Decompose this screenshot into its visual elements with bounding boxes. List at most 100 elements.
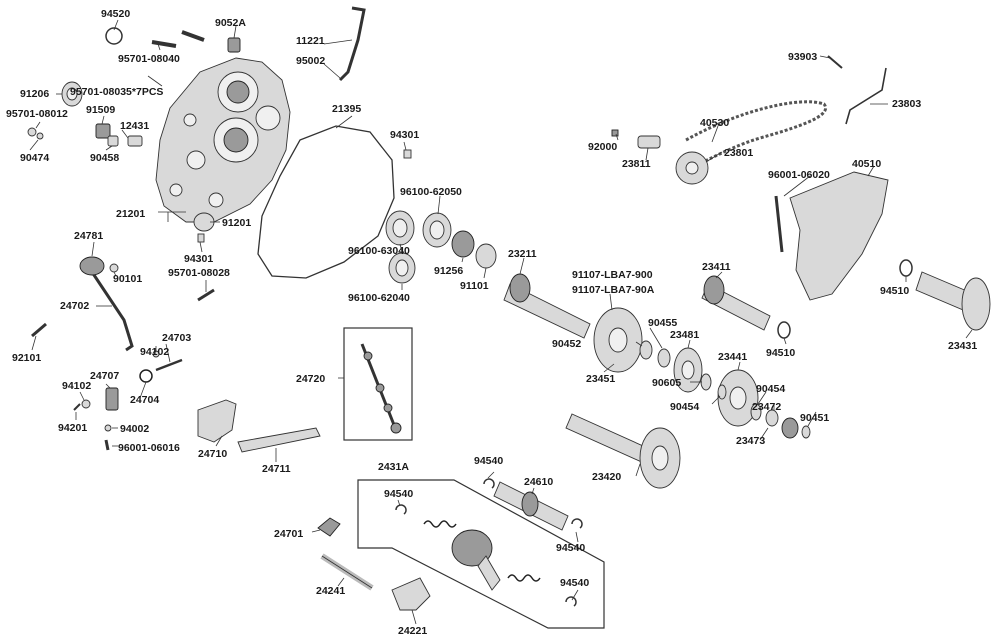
crankcase-cover-21201 — [155, 57, 291, 223]
part-labels: 94520 9052A 11221 95002 95701-08040 9120… — [6, 8, 977, 637]
ring-94520 — [105, 27, 123, 45]
washer-90454b — [750, 403, 762, 421]
label-94540-box: 94540 — [384, 488, 413, 500]
leader-lines — [29, 19, 973, 625]
label-23811: 23811 — [622, 158, 651, 170]
plate-24710 — [197, 399, 237, 443]
plug-9052A — [227, 37, 241, 53]
label-23473: 23473 — [736, 435, 765, 447]
label-94520: 94520 — [101, 8, 130, 20]
label-95701-08035: 95701-08035*7PCS — [70, 86, 163, 98]
label-23803: 23803 — [892, 98, 921, 110]
assembly-box-24720 — [343, 327, 413, 441]
label-92101: 92101 — [12, 352, 41, 364]
label-91509: 91509 — [86, 104, 115, 116]
label-93903: 93903 — [788, 51, 817, 63]
label-21395: 21395 — [332, 103, 361, 115]
label-95701-08040: 95701-08040 — [118, 53, 180, 65]
seal-91256 — [451, 230, 475, 258]
label-91201: 91201 — [222, 217, 251, 229]
label-91206: 91206 — [20, 88, 49, 100]
gear-23451 — [593, 307, 643, 373]
label-23431: 23431 — [948, 340, 977, 352]
label-24720: 24720 — [296, 373, 325, 385]
label-23472: 23472 — [752, 401, 781, 413]
label-94540-bottom: 94540 — [560, 577, 589, 589]
rod-24241-outline — [321, 555, 373, 589]
label-23451: 23451 — [586, 373, 615, 385]
label-94301-upper: 94301 — [390, 129, 419, 141]
label-21201: 21201 — [116, 208, 145, 220]
label-94301-lower: 94301 — [184, 253, 213, 265]
shaft-23411 — [701, 275, 771, 331]
fork-24221 — [391, 577, 431, 611]
part-91509 — [95, 123, 111, 139]
label-24610: 24610 — [524, 476, 553, 488]
label-2431A: 2431A — [378, 461, 409, 473]
chain-40530 — [675, 100, 827, 174]
label-94102-right: 94102 — [140, 346, 169, 358]
gasket-21395 — [257, 125, 395, 279]
label-96100-62040: 96100-62040 — [348, 292, 410, 304]
clip-94510b — [899, 259, 913, 277]
assembly-box-2431A — [357, 479, 605, 629]
label-90455: 90455 — [648, 317, 677, 329]
seal-91101 — [475, 243, 497, 269]
bushing-23473 — [765, 409, 779, 427]
pin-24703 — [155, 358, 183, 372]
label-94540-right: 94540 — [556, 542, 585, 554]
pin-94301-upper — [403, 149, 412, 159]
label-94201: 94201 — [58, 422, 87, 434]
lever-24702 — [90, 271, 134, 352]
clip-94540d — [565, 596, 577, 607]
block-24707 — [105, 387, 119, 411]
bearing-96100-63040 — [385, 210, 415, 246]
washer-90452 — [639, 340, 653, 360]
label-90451: 90451 — [800, 412, 829, 424]
label-24221: 24221 — [398, 625, 427, 637]
label-23481: 23481 — [670, 329, 699, 341]
label-95701-08028: 95701-08028 — [168, 267, 230, 279]
shaft-23431 — [915, 271, 991, 331]
bolt-95701-08028 — [197, 288, 215, 302]
label-24241: 24241 — [316, 585, 345, 597]
label-96100-62050: 96100-62050 — [400, 186, 462, 198]
label-40510: 40510 — [852, 158, 881, 170]
label-24781: 24781 — [74, 230, 103, 242]
label-90605: 90605 — [652, 377, 681, 389]
rod-23803 — [845, 67, 887, 125]
label-9052A: 9052A — [215, 17, 246, 29]
label-24704: 24704 — [130, 394, 159, 406]
clip-94540c — [571, 518, 583, 529]
bolt-96001-06016 — [104, 439, 110, 451]
arm-24711 — [237, 427, 321, 453]
part-12431 — [127, 135, 143, 147]
label-91256: 91256 — [434, 265, 463, 277]
label-91107-LBA7-90A: 91107-LBA7-90A — [572, 284, 655, 296]
pin-94301-lower — [197, 233, 205, 243]
sprocket-hub — [685, 161, 699, 175]
lever-24701 — [317, 517, 341, 537]
clip-94540b — [483, 478, 495, 489]
shaft-24720 — [360, 343, 402, 434]
washer-90455 — [657, 348, 671, 368]
hub-23481 — [673, 347, 703, 393]
label-94002: 94002 — [120, 423, 149, 435]
label-94102-left: 94102 — [62, 380, 91, 392]
plate-23811 — [637, 135, 661, 149]
label-23411: 23411 — [702, 261, 731, 273]
label-23420: 23420 — [592, 471, 621, 483]
label-91101: 91101 — [460, 280, 489, 292]
label-90452: 90452 — [552, 338, 581, 350]
label-94540-top: 94540 — [474, 455, 503, 467]
label-90101: 90101 — [113, 273, 142, 285]
label-23441: 23441 — [718, 351, 747, 363]
label-90454-right: 90454 — [756, 383, 785, 395]
bolt-92000 — [611, 129, 619, 137]
label-94510-right: 94510 — [880, 285, 909, 297]
bolt-93903 — [827, 55, 843, 69]
label-94510-middle: 94510 — [766, 347, 795, 359]
rod-11221 — [338, 6, 366, 82]
washer-90454a — [717, 384, 727, 400]
